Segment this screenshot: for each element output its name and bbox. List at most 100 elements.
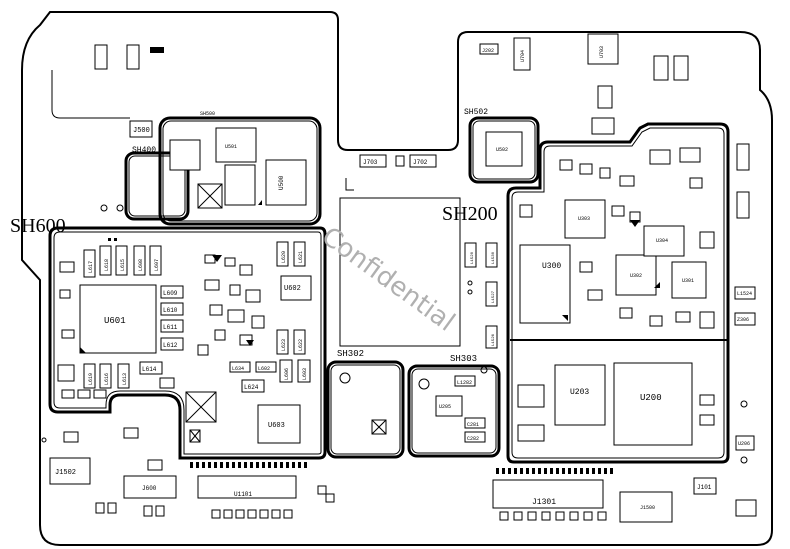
svg-text:L624: L624 xyxy=(244,384,259,391)
label-sh502: SH502 xyxy=(464,108,488,117)
svg-text:J703: J703 xyxy=(363,159,378,166)
cpu-pad xyxy=(339,197,461,347)
connector-j500 xyxy=(129,120,153,138)
connector-j600 xyxy=(123,475,177,499)
svg-text:U205: U205 xyxy=(439,404,451,410)
label-sh302: SH302 xyxy=(337,349,364,359)
ic-u501 xyxy=(215,127,257,163)
svg-text:L614: L614 xyxy=(142,366,157,373)
svg-text:L618: L618 xyxy=(104,259,110,271)
label-sh500: SH500 xyxy=(200,111,215,117)
ic-u603 xyxy=(257,404,301,444)
ic-u601 xyxy=(79,284,157,354)
svg-text:J1500: J1500 xyxy=(640,505,655,511)
label-sh303: SH303 xyxy=(450,354,477,364)
svg-text:J1301: J1301 xyxy=(532,498,556,507)
svg-text:J1502: J1502 xyxy=(55,469,76,477)
inductors-right: L620 L621 U602 L623 L622 L624 L634 L602 … xyxy=(229,241,312,393)
svg-text:U304: U304 xyxy=(656,238,668,244)
ic-u304 xyxy=(643,225,685,257)
ic-u302 xyxy=(615,254,657,296)
svg-text:L602: L602 xyxy=(258,366,270,372)
label-sh400: SH400 xyxy=(132,146,156,155)
svg-text:L611: L611 xyxy=(163,324,178,331)
bottom-pad-strips xyxy=(63,427,613,521)
ic-u203 xyxy=(554,364,606,426)
shield-sh500 xyxy=(158,116,322,226)
sh600-small-parts xyxy=(59,238,265,399)
svg-text:L607: L607 xyxy=(154,259,160,271)
shield-sh502 xyxy=(468,116,540,184)
svg-text:L616: L616 xyxy=(104,373,110,385)
svg-text:L617: L617 xyxy=(88,261,94,273)
inductors-left-bottom: L619 L616 L613 xyxy=(83,363,130,389)
svg-text:U1101: U1101 xyxy=(234,491,252,498)
svg-text:C282: C282 xyxy=(467,436,479,442)
svg-text:U206: U206 xyxy=(738,441,750,447)
ic-u301 xyxy=(671,261,707,299)
ic-u300 xyxy=(519,244,571,324)
ic-u502 xyxy=(485,131,523,167)
svg-text:U703: U703 xyxy=(599,46,605,58)
svg-text:L621: L621 xyxy=(298,251,304,263)
connector-j1101 xyxy=(693,477,717,495)
svg-text:L612: L612 xyxy=(163,342,178,349)
shield-sh600 xyxy=(48,226,327,460)
svg-text:L1520: L1520 xyxy=(471,251,475,264)
svg-text:U302: U302 xyxy=(630,273,642,279)
svg-text:U601: U601 xyxy=(104,316,126,326)
svg-text:L606: L606 xyxy=(284,368,290,380)
shield-sh400 xyxy=(124,151,190,221)
connector-j1502 xyxy=(49,457,91,485)
svg-text:L1282: L1282 xyxy=(457,380,472,386)
svg-text:J702: J702 xyxy=(413,159,428,166)
svg-text:L622: L622 xyxy=(298,339,304,351)
ic-u500 xyxy=(265,159,307,206)
svg-text:J101: J101 xyxy=(697,484,712,491)
svg-text:L634: L634 xyxy=(232,366,244,372)
svg-text:U501: U501 xyxy=(225,144,237,150)
svg-text:L623: L623 xyxy=(281,339,287,351)
shield-sh303 xyxy=(407,364,501,458)
ic-u200 xyxy=(613,362,693,446)
svg-text:L613: L613 xyxy=(122,373,128,385)
board-outline xyxy=(21,11,773,546)
svg-text:J600: J600 xyxy=(142,485,157,492)
svg-text:Z306: Z306 xyxy=(737,317,749,323)
svg-text:L1527: L1527 xyxy=(492,290,496,303)
label-sh600: SH600 xyxy=(10,215,66,237)
svg-text:L610: L610 xyxy=(163,307,178,314)
svg-text:L1524: L1524 xyxy=(737,291,752,297)
svg-text:U502: U502 xyxy=(496,147,508,153)
ic-u1101 xyxy=(197,475,297,499)
svg-text:U603: U603 xyxy=(268,422,285,430)
svg-text:L619: L619 xyxy=(88,373,94,385)
inductors-left-top: L617 L618 L615 L608 L607 xyxy=(83,245,162,278)
svg-text:L1526: L1526 xyxy=(492,333,496,346)
svg-text:J202: J202 xyxy=(482,48,494,54)
svg-text:L1530: L1530 xyxy=(492,251,496,264)
shield-sh200 xyxy=(506,122,730,464)
connector-j1301 xyxy=(492,479,604,509)
svg-text:C281: C281 xyxy=(467,422,479,428)
svg-text:U303: U303 xyxy=(578,216,590,222)
svg-text:J500: J500 xyxy=(133,127,150,135)
ic-u303 xyxy=(564,199,606,239)
svg-text:L620: L620 xyxy=(281,251,287,263)
svg-text:L608: L608 xyxy=(138,259,144,271)
svg-text:U602: U602 xyxy=(284,285,301,293)
svg-text:L609: L609 xyxy=(163,290,178,297)
svg-text:U300: U300 xyxy=(542,262,561,271)
label-sh200: SH200 xyxy=(442,203,498,225)
svg-text:L615: L615 xyxy=(120,259,126,271)
svg-text:U500: U500 xyxy=(278,175,285,190)
svg-text:U704: U704 xyxy=(520,50,526,62)
shield-sh302 xyxy=(326,360,405,459)
sh200-small-parts xyxy=(519,147,715,426)
svg-text:U301: U301 xyxy=(682,278,694,284)
svg-text:U203: U203 xyxy=(570,388,589,397)
svg-text:L603: L603 xyxy=(302,368,308,380)
connector-j1500 xyxy=(619,491,673,523)
